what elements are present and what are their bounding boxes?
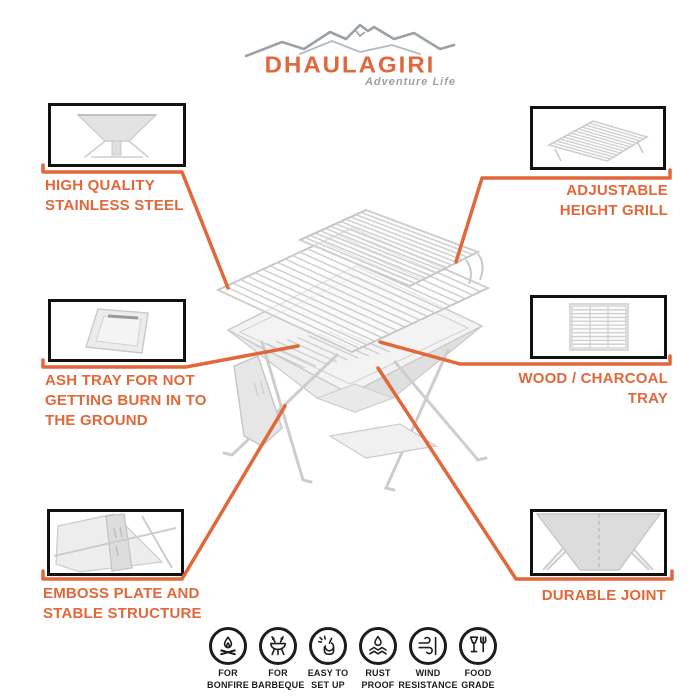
brand-tagline: Adventure Life xyxy=(364,76,456,88)
ash-tray-image xyxy=(85,308,149,354)
feature-circle xyxy=(259,627,297,665)
callout-label-durable-joint: DURABLE JOINT xyxy=(541,587,666,604)
feature-label: WIND RESISTANCE xyxy=(398,668,458,690)
feature-label: FOR BONFIRE xyxy=(207,668,249,690)
thumb-box-height-grill xyxy=(530,106,666,170)
callout-label-emboss-plate: EMBOSS PLATE AND STABLE STRUCTURE xyxy=(43,585,202,622)
thumb-box-charcoal-tray xyxy=(530,295,667,359)
feature-circle xyxy=(409,627,447,665)
feature-label: FOOD GRADE xyxy=(461,668,495,690)
wind-resistance-icon xyxy=(418,636,437,656)
durable-joint-image xyxy=(535,513,662,571)
feature-circle xyxy=(309,627,347,665)
feature-circle xyxy=(359,627,397,665)
food-grade-icon xyxy=(469,636,487,653)
easy-setup-icon xyxy=(318,635,335,655)
feature-barbeque: FOR BARBEQUE xyxy=(246,627,310,691)
charcoal-tray-image xyxy=(568,303,629,351)
feature-wind-resistance: WIND RESISTANCE xyxy=(396,627,460,691)
thumb-box-emboss-plate xyxy=(47,509,184,576)
thumb-box-ash-tray xyxy=(48,299,186,362)
thumb-box-durable-joint xyxy=(530,509,667,576)
feature-bonfire: FOR BONFIRE xyxy=(196,627,260,691)
ash-tray-base xyxy=(328,423,438,459)
barbeque-icon xyxy=(270,636,286,656)
feature-circle xyxy=(209,627,247,665)
brand-name: DHAULAGIRI xyxy=(264,52,436,79)
feature-rust-proof: RUST PROOF xyxy=(346,627,410,691)
feature-label: EASY TO SET UP xyxy=(307,668,349,690)
grill-grate-image xyxy=(547,120,649,162)
feature-label: FOR BARBEQUE xyxy=(251,668,305,690)
feature-label: RUST PROOF xyxy=(361,668,395,690)
feature-circle xyxy=(459,627,497,665)
mountains-icon xyxy=(244,23,456,58)
rust-proof-icon xyxy=(369,635,387,655)
feature-easy-setup: EASY TO SET UP xyxy=(296,627,360,691)
brand-logo: DHAULAGIRI Adventure Life xyxy=(242,14,458,88)
stainless-steel-bowl-image xyxy=(76,114,158,158)
emboss-plate-image xyxy=(53,513,177,573)
thumb-box-stainless-steel xyxy=(48,103,186,167)
product-image xyxy=(215,209,491,492)
feature-food-grade: FOOD GRADE xyxy=(446,627,510,691)
emboss-plate xyxy=(233,355,283,447)
bonfire-icon xyxy=(220,636,236,656)
